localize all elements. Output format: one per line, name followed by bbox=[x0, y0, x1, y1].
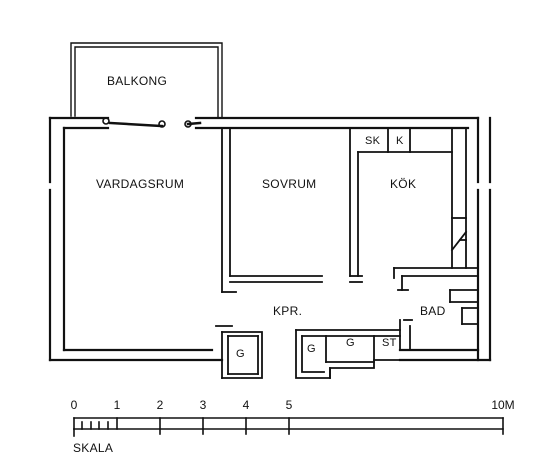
room-label-bad: BAD bbox=[420, 304, 446, 318]
scale-label: SKALA bbox=[73, 441, 114, 455]
scale-bar bbox=[73, 417, 504, 437]
room-label-kok: KÖK bbox=[390, 177, 417, 191]
room-label-kpr: KPR. bbox=[273, 304, 303, 318]
room-label-sovrum: SOVRUM bbox=[262, 177, 317, 191]
closets bbox=[211, 325, 401, 379]
closet-label-g-left: G bbox=[236, 348, 245, 360]
scale-tick-3: 3 bbox=[199, 398, 207, 412]
scale-tick-5: 5 bbox=[285, 398, 293, 412]
room-label-balkong: BALKONG bbox=[107, 74, 168, 88]
balcony-outline bbox=[70, 42, 223, 119]
interior-walls bbox=[221, 127, 479, 351]
room-label-sk: SK bbox=[365, 135, 381, 147]
outer-walls bbox=[48, 116, 492, 362]
room-label-k: K bbox=[396, 135, 404, 147]
scale-tick-1: 1 bbox=[113, 398, 121, 412]
balcony-door bbox=[102, 117, 202, 128]
scale-tick-0: 0 bbox=[70, 398, 78, 412]
scale-tick-2: 2 bbox=[156, 398, 164, 412]
closet-label-g-middle: G bbox=[307, 343, 316, 355]
closet-label-g-right: G bbox=[346, 337, 355, 349]
scale-tick-4: 4 bbox=[242, 398, 250, 412]
closet-label-st: ST bbox=[382, 337, 397, 349]
scale-tick-10m: 10M bbox=[491, 398, 515, 412]
room-label-vardagsrum: VARDAGSRUM bbox=[96, 177, 185, 191]
